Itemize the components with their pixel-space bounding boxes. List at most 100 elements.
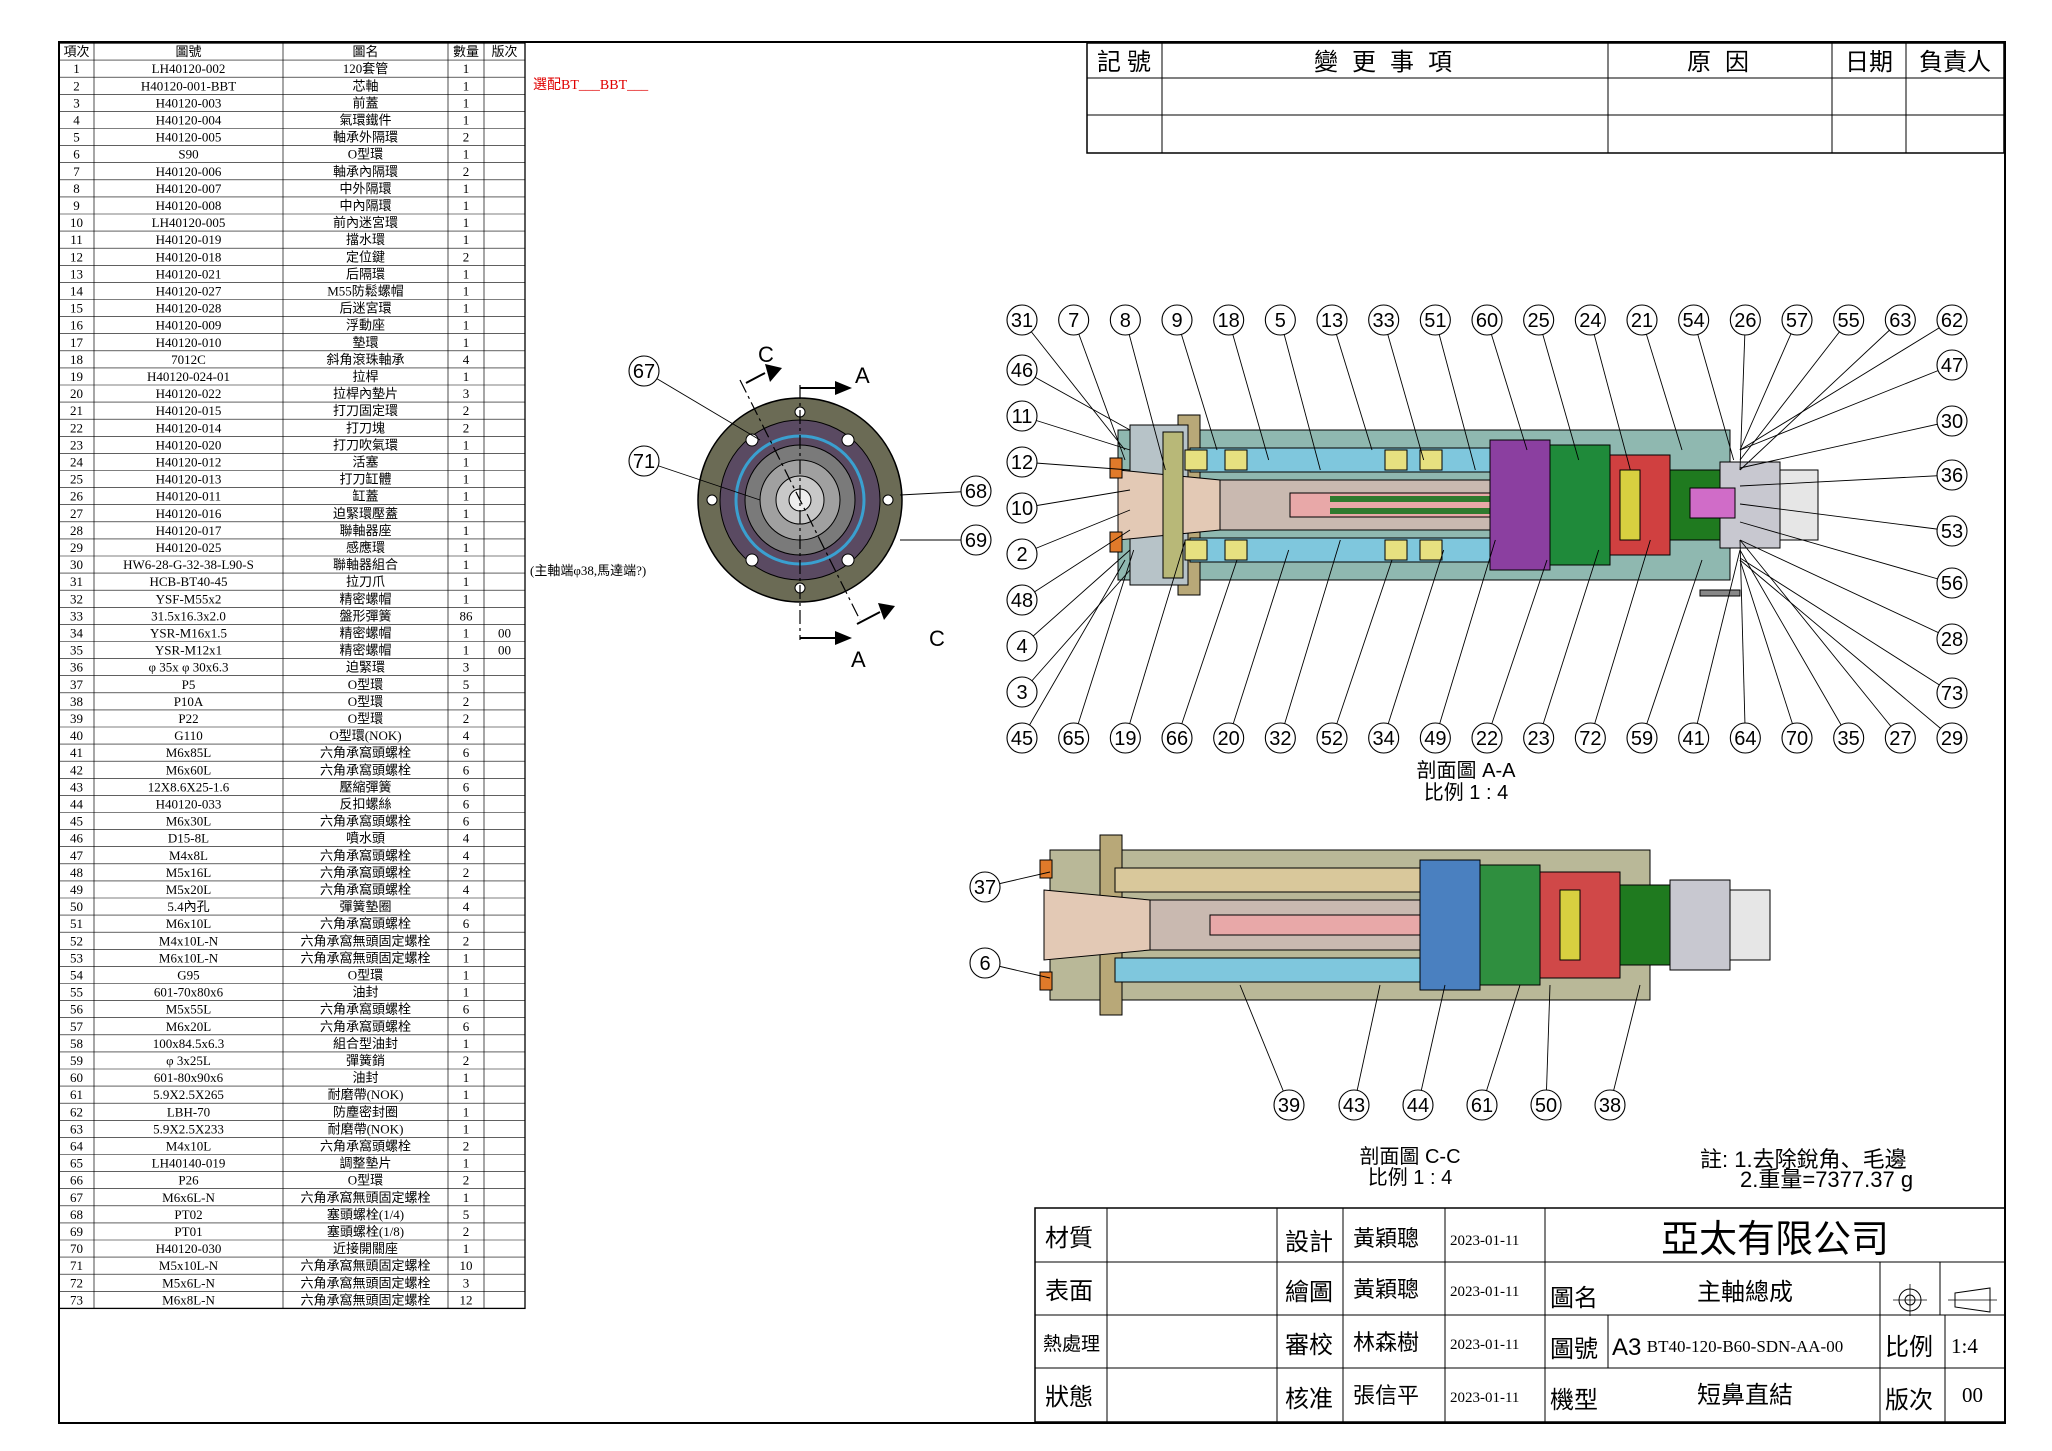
bom-cell: M6x8L-N <box>162 1292 215 1307</box>
bom-cell: 1 <box>463 113 470 128</box>
bom-cell: 六角承窩頭螺栓 <box>320 916 411 931</box>
balloon-circle <box>1936 623 1968 655</box>
bom-cell: 5.9X2.5X233 <box>153 1121 224 1136</box>
bom-cell: H40120-018 <box>156 249 222 264</box>
bom-cell: 防塵密封圈 <box>333 1104 398 1119</box>
bom-cell: H40120-014 <box>156 420 222 435</box>
balloon-label: 19 <box>1114 728 1136 750</box>
bom-cell: 1 <box>463 626 470 641</box>
bom-cell: 反扣螺絲 <box>339 797 391 812</box>
bom-cell: H40120-027 <box>156 284 222 299</box>
bom-cell: 六角承窩頭螺栓 <box>320 882 411 897</box>
bom-cell: 六角承窩頭螺栓 <box>320 1139 411 1154</box>
bom-cell: H40120-020 <box>156 437 222 452</box>
bom-cell: H40120-009 <box>156 318 222 333</box>
bom-cell: H40120-005 <box>156 130 222 145</box>
bom-cell: P5 <box>182 677 196 692</box>
leader-line <box>1176 319 1218 451</box>
bom-cell: 拉刀爪 <box>346 574 385 589</box>
bom-cell: 20 <box>70 386 83 401</box>
bom-cell: 1 <box>463 232 470 247</box>
balloon-circle <box>1678 304 1710 336</box>
leader-line <box>1486 559 1548 739</box>
bom-cell: 精密螺帽 <box>339 643 391 658</box>
bom-cell: 2 <box>463 403 470 418</box>
bom-cell: H40120-016 <box>156 506 222 521</box>
balloon-label: 28 <box>1941 629 1963 651</box>
rev-header-mark: 記 號 <box>1097 49 1151 76</box>
balloon-label: 73 <box>1941 683 1963 705</box>
bom-cell: 8 <box>73 181 80 196</box>
balloon-label: 59 <box>1631 728 1653 750</box>
balloon-circle <box>1161 304 1193 336</box>
bom-cell: H40120-021 <box>156 266 222 281</box>
balloon-circle <box>1006 400 1038 432</box>
balloon-label: 62 <box>1941 310 1963 332</box>
bom-cell: 27 <box>70 506 84 521</box>
bom-cell: 2 <box>463 933 470 948</box>
bom-cell: LH40120-002 <box>152 61 226 76</box>
bom-cell: D15-8L <box>168 831 209 846</box>
bom-header-cell: 圖名 <box>352 44 378 59</box>
leader-line <box>1021 489 1131 509</box>
bom-cell: LH40140-019 <box>152 1156 226 1171</box>
design-name: 黃穎聰 <box>1353 1226 1419 1251</box>
bom-cell: G95 <box>177 968 199 983</box>
bom-cell: 六角承窩無頭固定螺栓 <box>300 1292 430 1307</box>
bom-cell: 16 <box>70 318 84 333</box>
leader-line <box>1279 539 1341 739</box>
balloon-circle <box>969 871 1001 903</box>
leader-line <box>1739 474 1953 487</box>
balloon-label: 39 <box>1278 1095 1300 1117</box>
label-revision: 版次 <box>1885 1387 1933 1414</box>
balloon-label: 32 <box>1269 728 1291 750</box>
bom-cell: H40120-024-01 <box>147 369 230 384</box>
bom-cell: 1 <box>463 968 470 983</box>
bom-cell: 40 <box>70 728 83 743</box>
leader-line <box>1486 319 1528 451</box>
bom-cell: H40120-010 <box>156 335 222 350</box>
bom-cell: 2 <box>463 1224 470 1239</box>
bom-cell: 4 <box>463 882 470 897</box>
bom-cell: 52 <box>70 933 83 948</box>
bom-cell: 601-70x80x6 <box>154 985 224 1000</box>
leader-line <box>1739 503 1953 532</box>
bom-cell: 后隔環 <box>346 266 385 281</box>
balloon-label: 11 <box>1012 406 1033 428</box>
leader-line <box>1021 559 1126 739</box>
balloon-circle <box>1781 722 1813 754</box>
leader-line <box>1021 369 1131 431</box>
balloon-label: 63 <box>1889 310 1911 332</box>
bom-cell: 芯軸 <box>352 78 378 93</box>
balloon-circle <box>1338 1089 1370 1121</box>
balloon-circle <box>1213 722 1245 754</box>
balloon-circle <box>1273 1089 1305 1121</box>
bom-cell: 3 <box>463 1275 470 1290</box>
leader-line <box>1739 319 1746 471</box>
bom-cell: 6 <box>463 814 470 829</box>
bom-cell: 9 <box>73 198 80 213</box>
bom-cell: 48 <box>70 865 83 880</box>
bom-cell: 缸蓋 <box>352 489 378 504</box>
bom-cell: 1 <box>463 318 470 333</box>
bom-note-coupling: (主軸端φ38,馬達端?) <box>530 563 646 578</box>
balloon-label: 13 <box>1321 310 1343 332</box>
bom-cell: 1 <box>463 1241 470 1256</box>
bom-cell: 六角承窩頭螺栓 <box>320 1019 411 1034</box>
bom-cell: 7012C <box>171 352 206 367</box>
approve-date: 2023-01-11 <box>1450 1390 1519 1406</box>
bom-cell: 56 <box>70 1002 84 1017</box>
bom-cell: 后迷宮環 <box>339 301 391 316</box>
balloon-circle <box>1316 722 1348 754</box>
balloon-circle <box>1006 630 1038 662</box>
bom-cell: 6 <box>463 1002 470 1017</box>
bom-cell: 36 <box>70 660 84 675</box>
bom-cell: 六角承窩頭螺栓 <box>320 814 411 829</box>
bom-cell: 58 <box>70 1036 83 1051</box>
bom-cell: 26 <box>70 489 84 504</box>
bom-cell: 6 <box>463 745 470 760</box>
draw-date: 2023-01-11 <box>1450 1284 1519 1300</box>
balloon-label: 22 <box>1476 728 1498 750</box>
balloon-label: 10 <box>1011 498 1033 520</box>
